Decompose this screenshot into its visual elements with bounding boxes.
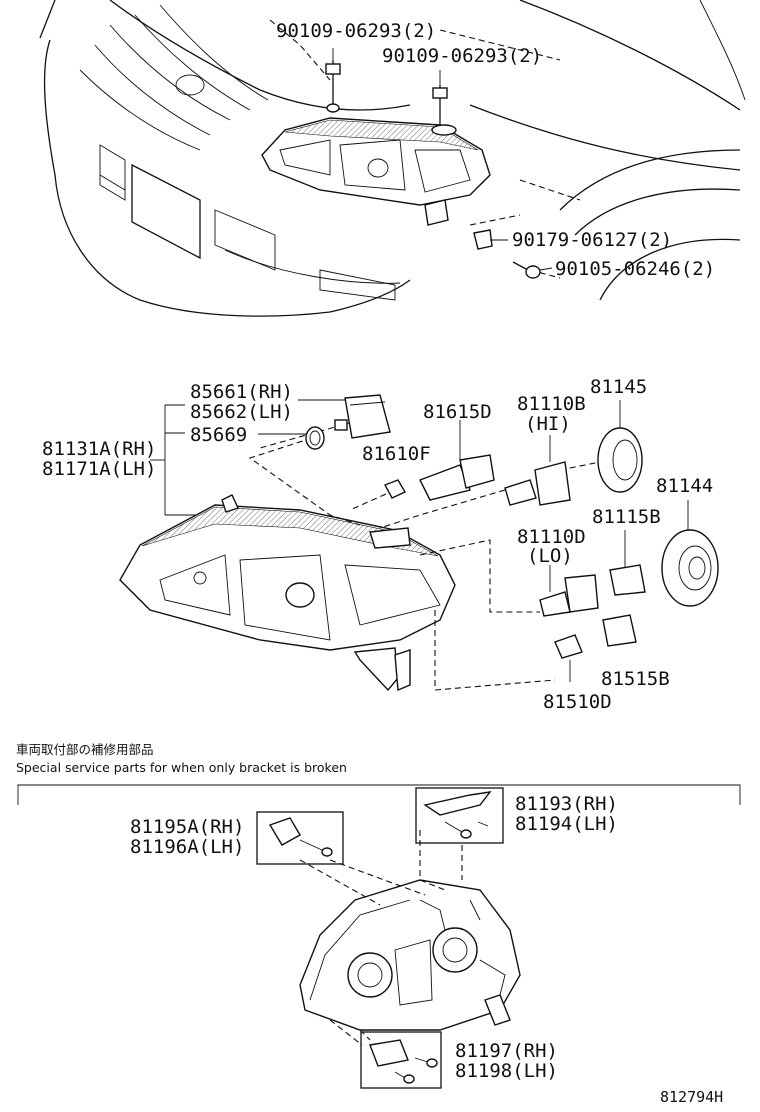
- part-label-bracket-a-lh: 81196A(LH): [130, 836, 244, 858]
- part-label-bracket-c-rh: 81197(RH): [455, 1040, 558, 1062]
- part-label-bolt-a: 90109-06293(2): [276, 20, 436, 42]
- service-title-en: Special service parts for when only brac…: [16, 760, 347, 775]
- part-label-81615d: 81615D: [423, 401, 492, 423]
- part-label-oring: 85669: [190, 424, 247, 446]
- part-label-81145: 81145: [590, 376, 647, 398]
- part-label-bracket-b-lh: 81194(LH): [515, 813, 618, 835]
- part-label-hi-bulb: 81110B: [517, 393, 586, 415]
- bolt-icon: [325, 60, 341, 113]
- part-label-bracket-b-rh: 81193(RH): [515, 793, 618, 815]
- part-label-81144: 81144: [656, 475, 713, 497]
- part-label-socket-lh: 85662(LH): [190, 401, 293, 423]
- part-label-81610f: 81610F: [362, 443, 431, 465]
- bolt-icon: [512, 261, 553, 279]
- part-label-lo-note: (LO): [527, 545, 573, 567]
- service-parts-drawing: [17, 784, 741, 1089]
- headlamp-exploded-drawing: [119, 394, 719, 692]
- part-label-bolt-b: 90109-06293(2): [382, 45, 542, 67]
- part-label-81115b: 81115B: [592, 506, 661, 528]
- part-label-bolt-c: 90105-06246(2): [555, 258, 715, 280]
- bolt-icon: [431, 85, 457, 136]
- diagram-code: 812794H: [660, 1088, 723, 1106]
- part-label-bracket-c-lh: 81198(LH): [455, 1060, 558, 1082]
- part-label-81515b: 81515B: [601, 668, 670, 690]
- part-label-nut-clip: 90179-06127(2): [512, 229, 672, 251]
- part-label-hi-note: (HI): [525, 413, 571, 435]
- part-label-headlamp-rh: 81131A(RH): [42, 438, 156, 460]
- part-label-headlamp-lh: 81171A(LH): [42, 458, 156, 480]
- service-title-jp: 車両取付部の補修用部品: [16, 742, 154, 757]
- clip-nut-icon: [473, 229, 508, 250]
- part-label-socket-rh: 85661(RH): [190, 381, 293, 403]
- part-label-bracket-a-rh: 81195A(RH): [130, 816, 244, 838]
- vehicle-front-drawing: [39, 0, 746, 317]
- part-label-81510d: 81510D: [543, 691, 612, 713]
- part-label-lo-bulb: 81110D: [517, 526, 586, 548]
